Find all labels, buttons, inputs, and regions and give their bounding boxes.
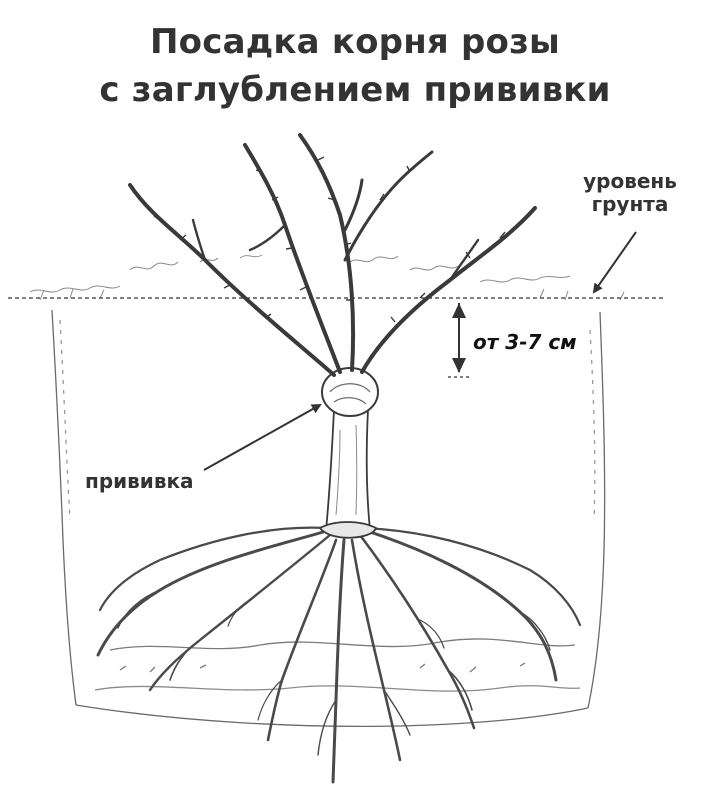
graft-union [321, 367, 379, 417]
soil-level-pointer-arrow [592, 231, 637, 294]
rose-canes [128, 133, 537, 377]
depth-label: от 3-7 см [470, 330, 580, 355]
depth-arrow-head-down [452, 358, 466, 373]
soil-level-label-line-1: уровень [583, 169, 677, 193]
title-line-1: Посадка корня розы [150, 22, 560, 62]
cane-thorns [153, 156, 506, 323]
soil-level-label-line-2: грунта [591, 192, 669, 216]
depth-arrow-head-up [452, 303, 466, 318]
graft-label: прививка [85, 469, 194, 493]
planting-pit [51, 309, 606, 728]
title-line-2: с заглублением прививки [99, 70, 611, 110]
rootstock-trunk [318, 409, 378, 539]
ground-surface [29, 254, 625, 301]
graft-pointer-arrow [203, 404, 322, 471]
roots [96, 526, 582, 784]
soil-level-label: уровень грунта [555, 170, 705, 216]
